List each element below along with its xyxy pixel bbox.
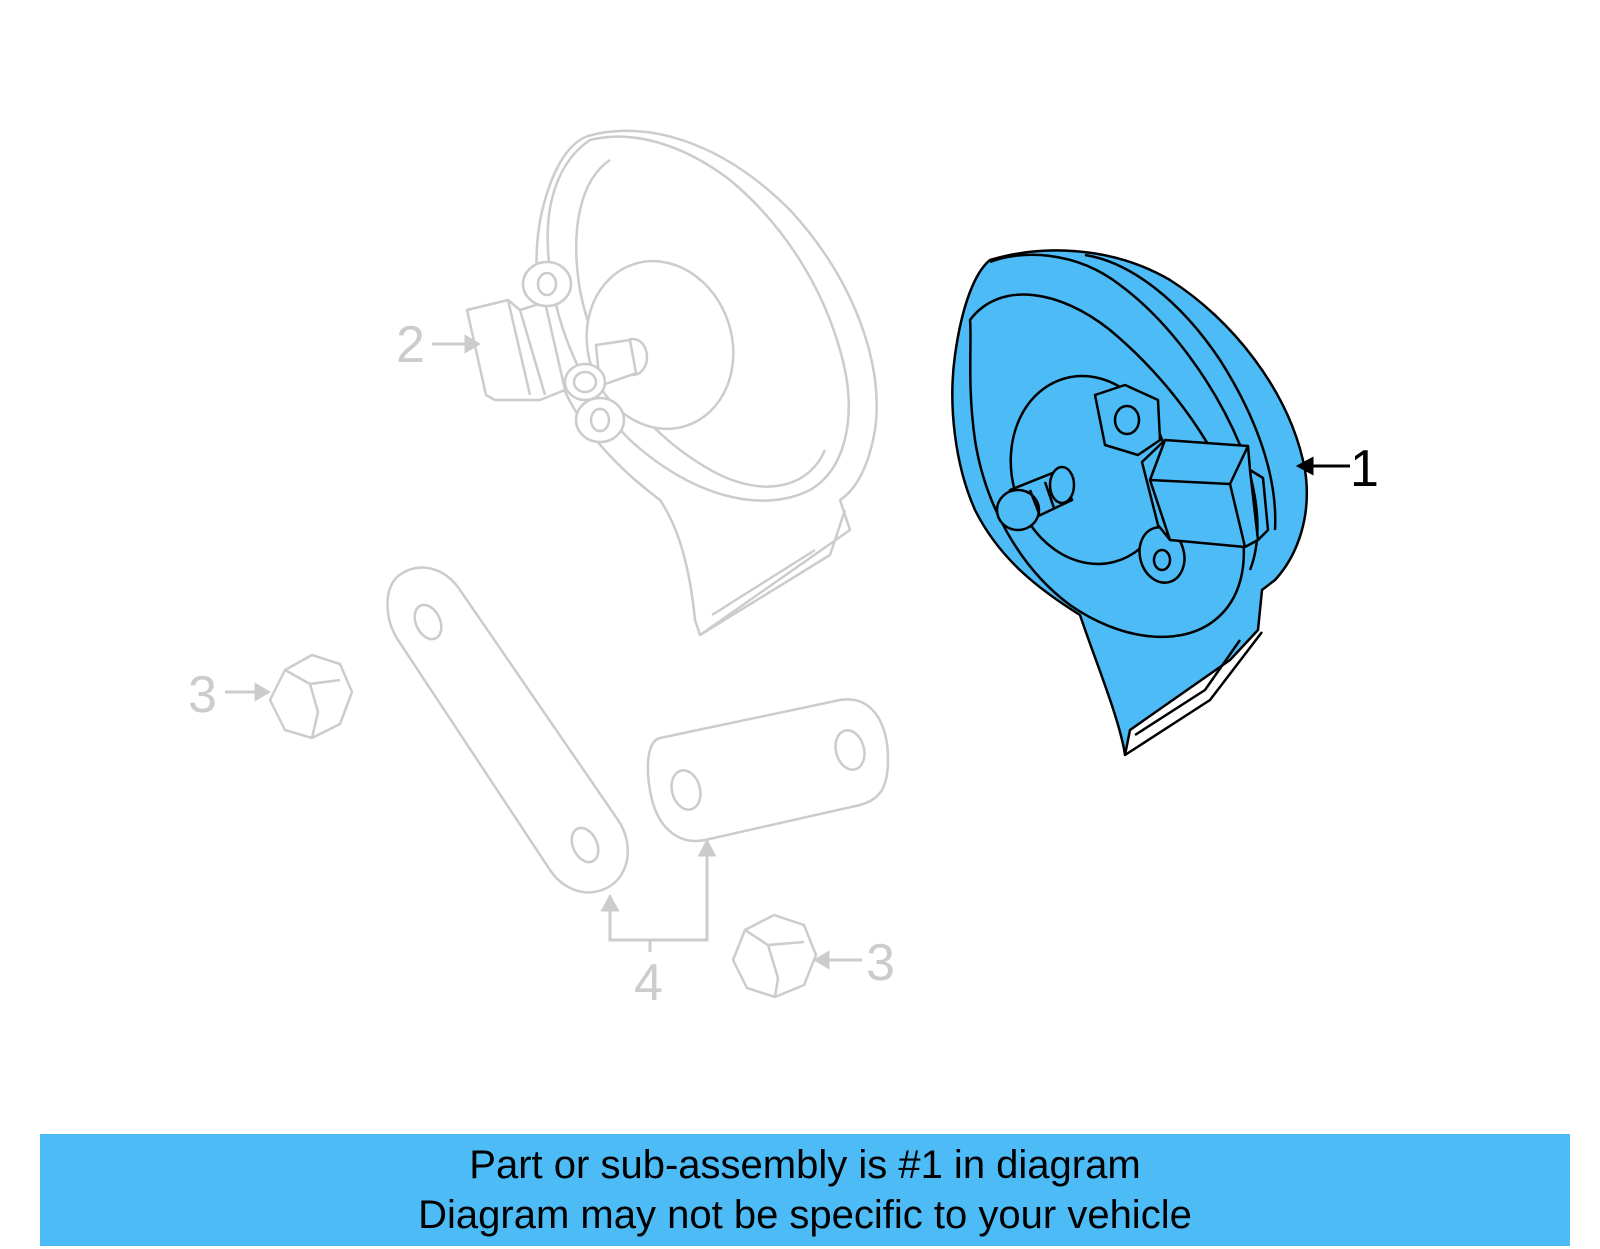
callout-part-1: 1 [1350,440,1379,498]
faded-nut-left [268,653,354,740]
callout-part-2: 2 [396,316,425,374]
highlighted-horn [951,249,1309,757]
faded-nut-right [731,913,818,999]
info-banner-bg [40,1134,1570,1246]
callout-part-3-right: 3 [866,934,895,992]
faded-leaders [225,334,862,970]
part1-leader [1295,456,1350,476]
banner-line-2: Diagram may not be specific to your vehi… [418,1193,1192,1237]
callout-part-4: 4 [634,954,663,1012]
faded-bracket-short [646,698,890,843]
faded-bracket-long [386,566,630,894]
info-banner: Part or sub-assembly is #1 in diagram Di… [40,1134,1570,1246]
faded-horn [465,129,878,637]
banner-line-1: Part or sub-assembly is #1 in diagram [469,1143,1141,1187]
callout-part-3-left: 3 [188,666,217,724]
